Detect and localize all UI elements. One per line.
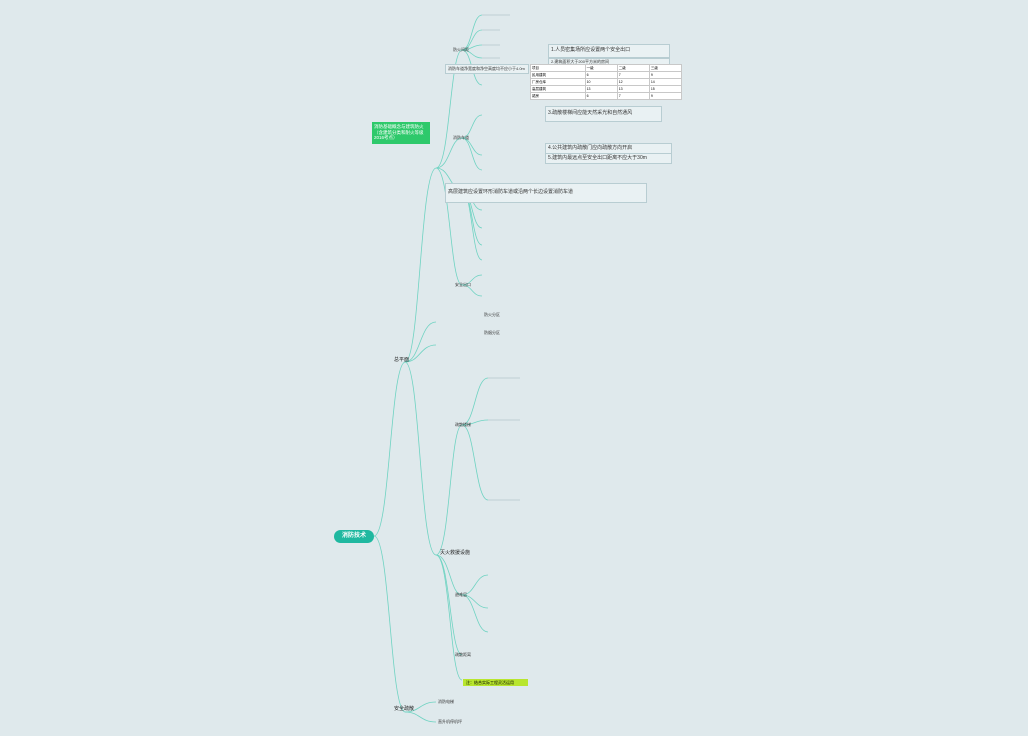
card-1: 1.人员密集场所应设置两个安全出口 <box>548 44 670 58</box>
node-fire-elevator[interactable]: 消防电梯 <box>438 699 454 704</box>
node-refuge-floor[interactable]: 避难层 <box>455 592 467 597</box>
node-safety-exit[interactable]: 安全出口 <box>455 282 471 287</box>
node-distance[interactable]: 疏散距离 <box>455 652 471 657</box>
branch-general-layout[interactable]: 总平面 <box>394 357 410 363</box>
card-5: 5.建筑内最远点至安全出口距离不应大于30m <box>545 153 672 164</box>
node-fire-lane[interactable]: 消防车道 <box>453 135 469 140</box>
branch-evacuation[interactable]: 安全疏散 <box>394 706 415 712</box>
node-fire-compartment[interactable]: 防火分区 <box>484 312 500 317</box>
node-fire-spacing[interactable]: 防火间距 <box>453 47 469 52</box>
note-tag: 注：结合实际工程灵活运用 <box>463 679 528 686</box>
node-stairs[interactable]: 疏散楼梯 <box>455 422 471 427</box>
branch-rescue[interactable]: 灭火救援设施 <box>440 550 471 556</box>
highlight-node[interactable]: 消防基础概念与建筑防火（含建筑分类和耐火等级 2016考点） <box>372 122 430 144</box>
root-node[interactable]: 消防技术 <box>334 530 374 543</box>
card-7: 消防车道净宽度和净空高度均不应小于4.0m <box>445 64 529 74</box>
card-6: 高层建筑应设置环形消防车道或沿两个长边设置消防车道 <box>445 183 647 203</box>
node-smoke-compartment[interactable]: 防烟分区 <box>484 330 500 335</box>
card-3: 3.疏散楼梯间应能天然采光和自然通风 <box>545 106 662 122</box>
node-helipad[interactable]: 直升机停机坪 <box>438 719 462 724</box>
